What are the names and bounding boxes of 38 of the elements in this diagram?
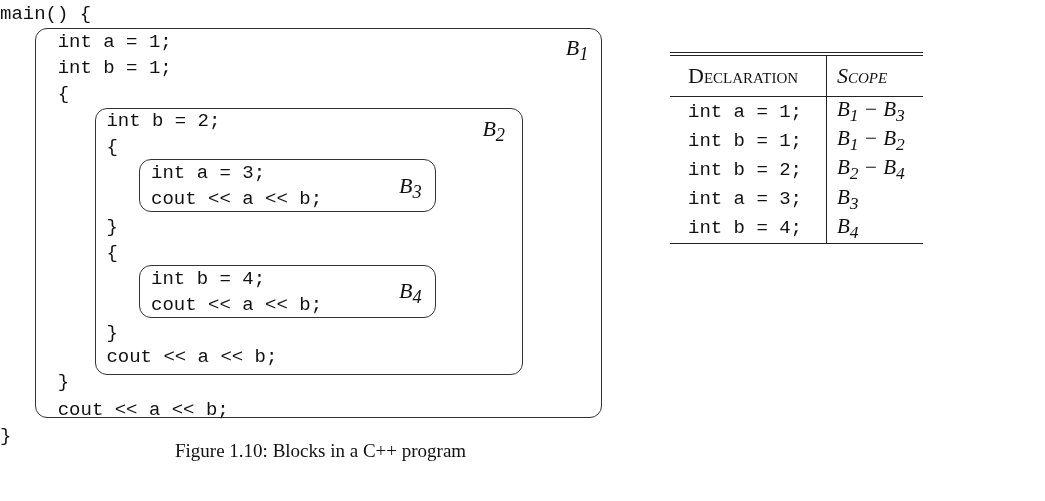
table-cell: int b = 1; bbox=[670, 126, 827, 156]
code-line: { bbox=[57, 82, 70, 105]
block-label: B$_{2}$ bbox=[482, 117, 505, 148]
block-box bbox=[139, 159, 437, 213]
code-line: int a = 3; bbox=[151, 162, 266, 185]
code-line: { bbox=[106, 136, 118, 159]
table-cell: B$_{2}$ − B$_{4}$ bbox=[826, 155, 923, 185]
code-line: { bbox=[106, 242, 118, 265]
block-box bbox=[94, 107, 523, 375]
code-line: cout << a << b; bbox=[151, 294, 323, 317]
code-line: } bbox=[0, 425, 12, 447]
header-cell: Declaration bbox=[670, 54, 827, 97]
code-line: int b = 2; bbox=[106, 110, 221, 133]
block-box bbox=[139, 265, 437, 319]
table-cell: int b = 2; bbox=[670, 155, 827, 185]
code-line: } bbox=[106, 322, 118, 345]
code-line: } bbox=[57, 370, 70, 393]
block-label: B$_{3}$ bbox=[399, 174, 422, 205]
table-cell: B$_{1}$ − B$_{3}$ bbox=[826, 96, 923, 127]
header-cell: Scope bbox=[826, 54, 923, 97]
code-line: cout << a << b; bbox=[57, 398, 229, 421]
figure-caption: Figure 1.10: Blocks in a C++ program bbox=[175, 440, 467, 462]
code-line: } bbox=[106, 216, 118, 239]
code-line: cout << a << b; bbox=[106, 346, 278, 369]
table-cell: int b = 4; bbox=[670, 213, 827, 244]
table-cell: B$_{1}$ − B$_{2}$ bbox=[826, 126, 923, 156]
block-label: B$_{1}$ bbox=[565, 35, 589, 67]
code-line: main() { bbox=[0, 3, 92, 25]
code-line: int b = 4; bbox=[151, 268, 266, 291]
table-cell: int a = 1; bbox=[670, 96, 827, 127]
block-box bbox=[35, 28, 602, 418]
block-label: B$_{4}$ bbox=[399, 279, 422, 310]
code-line: int b = 1; bbox=[57, 56, 172, 79]
code-line: int a = 1; bbox=[57, 30, 172, 53]
table-cell: B$_{4}$ bbox=[826, 213, 923, 244]
table-cell: B$_{3}$ bbox=[826, 184, 923, 214]
table-cell: int a = 3; bbox=[670, 184, 827, 214]
code-line: cout << a << b; bbox=[151, 188, 323, 211]
